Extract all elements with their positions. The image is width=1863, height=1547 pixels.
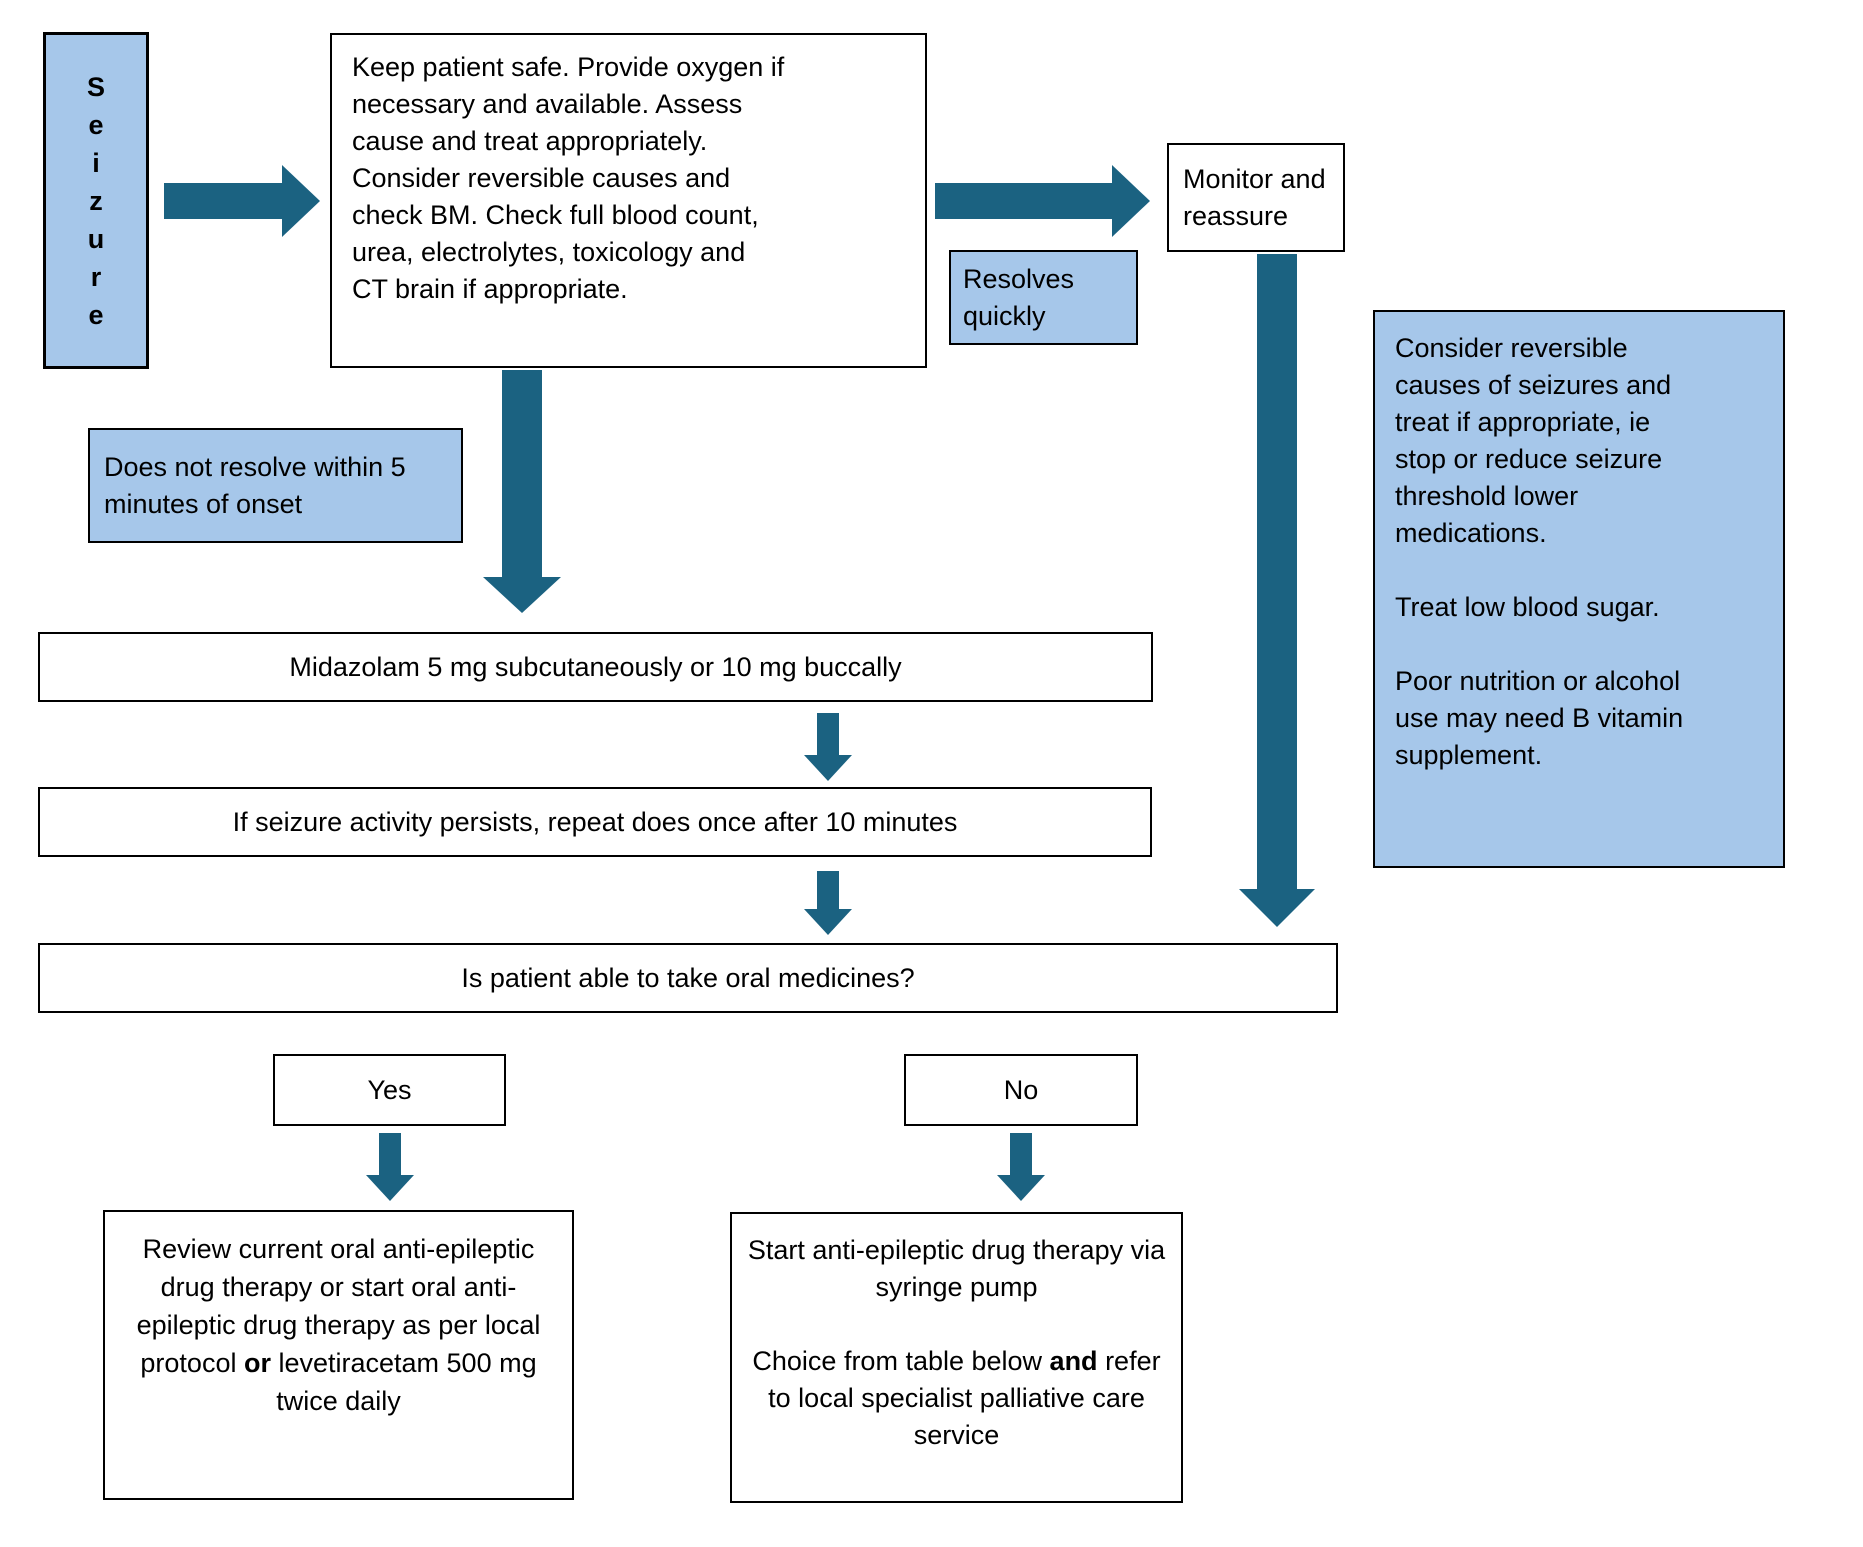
arrow-right-icon [1112,165,1150,237]
arrow-right-icon [282,165,320,237]
arrow-down-icon [1239,889,1315,927]
syringe-pump-text-before: Choice from table below [752,1346,1050,1376]
not-resolve-node: Does not resolve within 5 minutes of ons… [88,428,463,543]
arrow-down-icon [804,909,852,935]
arrow-stem [1010,1133,1032,1175]
syringe-pump-line2: Choice from table below and refer to loc… [746,1343,1167,1454]
oral-question-node: Is patient able to take oral medicines? [38,943,1338,1013]
repeat-dose-node: If seizure activity persists, repeat doe… [38,787,1152,857]
syringe-pump-node: Start anti-epileptic drug therapy via sy… [730,1212,1183,1503]
arrow-down-icon [483,577,561,613]
arrow-stem [502,370,542,577]
midazolam-node: Midazolam 5 mg subcutaneously or 10 mg b… [38,632,1153,702]
seizure-node: S e i z u r e [43,32,149,369]
consider-reversible-node: Consider reversible causes of seizures a… [1373,310,1785,868]
monitor-text: Monitor and reassure [1183,163,1326,231]
arrow-stem [164,183,282,219]
arrow-stem [379,1133,401,1175]
arrow-stem [817,871,839,909]
review-oral-text-after: levetiracetam 500 mg twice daily [270,1348,537,1416]
resolves-quickly-node: Resolves quickly [949,250,1138,345]
yes-node: Yes [273,1054,506,1126]
review-oral-text-bold: or [243,1348,271,1378]
seizure-label: S e i z u r e [86,71,105,330]
arrow-stem [935,183,1112,219]
monitor-node: Monitor and reassure [1167,143,1345,252]
arrow-stem [817,713,839,755]
syringe-pump-line1: Start anti-epileptic drug therapy via sy… [747,1235,1166,1302]
review-oral-text: Review current oral anti-epileptic drug … [119,1230,558,1420]
resolves-quickly-text: Resolves quickly [963,263,1075,331]
no-label: No [1003,1074,1039,1105]
arrow-down-icon [997,1175,1045,1201]
arrow-down-icon [804,755,852,781]
yes-label: Yes [367,1074,412,1105]
review-oral-text-before: Review current oral anti-epileptic drug … [136,1234,541,1378]
not-resolve-text: Does not resolve within 5 minutes of ons… [104,451,406,519]
oral-question-text: Is patient able to take oral medicines? [461,962,915,993]
assess-node: Keep patient safe. Provide oxygen if nec… [330,33,927,368]
midazolam-text: Midazolam 5 mg subcutaneously or 10 mg b… [289,651,902,682]
no-node: No [904,1054,1138,1126]
syringe-pump-text-after: refer to local specialist palliative car… [768,1346,1161,1450]
repeat-dose-text: If seizure activity persists, repeat doe… [232,806,958,837]
arrow-down-icon [366,1175,414,1201]
consider-reversible-text: Consider reversible causes of seizures a… [1395,333,1684,770]
review-oral-node: Review current oral anti-epileptic drug … [103,1210,574,1500]
assess-text: Keep patient safe. Provide oxygen if nec… [352,52,785,304]
arrow-stem [1257,254,1297,889]
syringe-pump-text-bold: and [1049,1346,1098,1376]
